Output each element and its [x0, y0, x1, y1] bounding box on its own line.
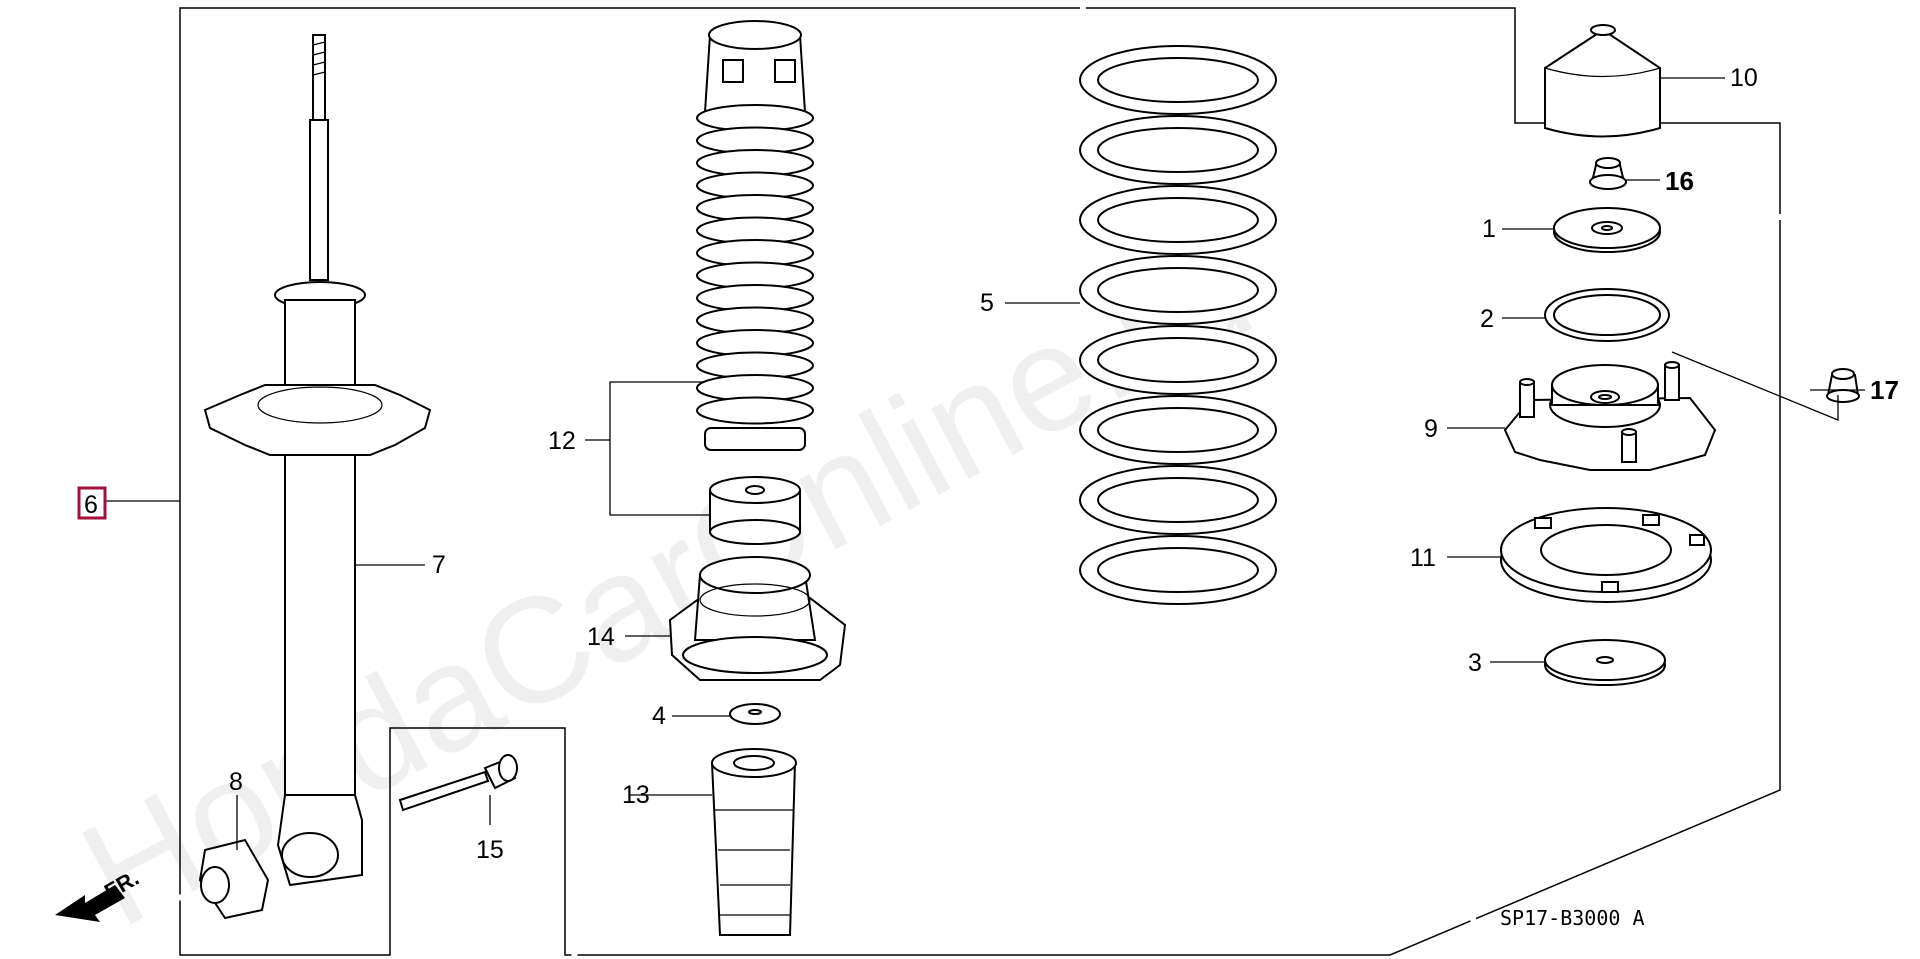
leader-lines [102, 77, 1865, 850]
nut-17[interactable] [1826, 368, 1860, 403]
spring-coil-inner [1097, 197, 1259, 243]
dust-boot[interactable] [696, 20, 814, 451]
callout-6[interactable]: 6 [84, 491, 98, 519]
spring-coil-inner [1097, 337, 1259, 383]
spring-coil-inner [1097, 267, 1259, 313]
shock-absorber[interactable] [203, 34, 432, 887]
piston-rod-thread [312, 34, 326, 124]
spring-coil-inner [1097, 57, 1259, 103]
callout-2[interactable]: 2 [1480, 305, 1494, 333]
lower-spring-seat[interactable] [668, 556, 847, 681]
callout-8[interactable]: 8 [229, 768, 243, 796]
washer-4[interactable] [729, 703, 781, 725]
callout-14[interactable]: 14 [587, 623, 615, 651]
lower-bushing[interactable] [198, 838, 270, 920]
callout-13[interactable]: 13 [622, 781, 650, 809]
shock-eye-hole [281, 832, 339, 878]
callout-7[interactable]: 7 [432, 551, 446, 579]
callout-10[interactable]: 10 [1730, 64, 1758, 92]
callout-6-highlight-box[interactable] [77, 486, 107, 520]
assembly-frame [179, 7, 1781, 956]
flange-inner-ring [257, 386, 383, 424]
dust-boot-bellows [696, 104, 814, 425]
callout-5[interactable]: 5 [980, 289, 994, 317]
callout-11[interactable]: 11 [1410, 544, 1436, 572]
pad-3[interactable] [1544, 639, 1666, 686]
spring-coil-inner [1097, 127, 1259, 173]
callout-3[interactable]: 3 [1468, 649, 1482, 677]
callout-12[interactable]: 12 [548, 427, 576, 455]
mounting-bolt[interactable] [398, 754, 518, 812]
callout-16[interactable]: 16 [1665, 166, 1694, 196]
piston-rod [309, 119, 329, 281]
spring-coil-inner [1097, 547, 1259, 593]
nut-16[interactable] [1589, 157, 1627, 190]
shock-mount-flange [203, 384, 432, 456]
upper-spring-seat[interactable] [1500, 507, 1712, 603]
seal-ring[interactable] [1544, 288, 1670, 342]
bushing-hole [200, 866, 230, 904]
diagram-code: SP17-B3000 A [1500, 906, 1645, 930]
callout-17[interactable]: 17 [1870, 375, 1899, 405]
callout-15[interactable]: 15 [476, 836, 504, 864]
top-cover[interactable] [1544, 24, 1661, 138]
upper-mount[interactable] [1503, 361, 1717, 471]
piston-rod-thread-lines [312, 41, 326, 76]
callout-9[interactable]: 9 [1424, 415, 1438, 443]
spring-coil-inner [1097, 407, 1259, 453]
spring-coil-inner [1097, 477, 1259, 523]
callout-labels: 6 7 8 15 12 14 4 13 5 10 16 1 2 9 17 11 … [77, 64, 1899, 864]
shock-tube [284, 454, 356, 801]
bump-stop-cap[interactable] [709, 476, 801, 545]
callout-4[interactable]: 4 [652, 702, 666, 730]
bump-stop[interactable] [710, 748, 797, 936]
shock-upper-body [284, 299, 356, 391]
callout-1[interactable]: 1 [1482, 215, 1496, 243]
bellows-ring [696, 396, 814, 425]
coil-spring[interactable] [1079, 45, 1277, 605]
washer-1[interactable] [1553, 207, 1661, 253]
